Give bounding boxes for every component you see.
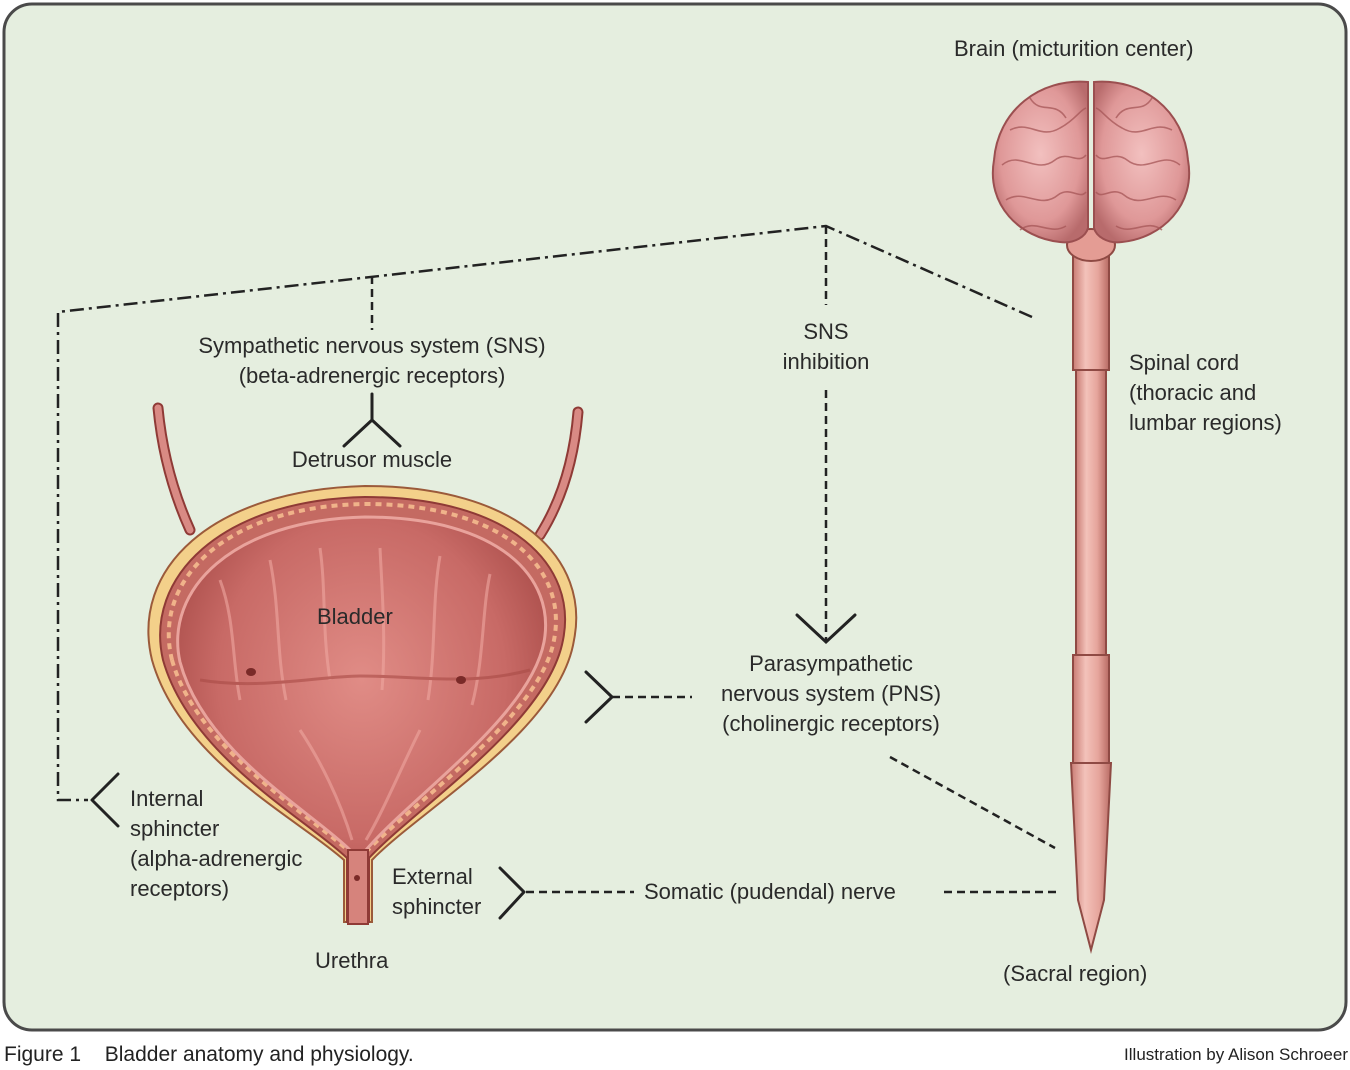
urethra-tube (347, 849, 369, 925)
brain-gyri (1001, 97, 1181, 231)
sacral-region-label: (Sacral region) (1003, 961, 1148, 986)
pns-receptor-fork (584, 670, 614, 724)
external-sphincter-line-1: External (392, 864, 473, 889)
pns-line-cord (889, 755, 1056, 850)
external-sphincter-dot (354, 875, 360, 881)
cord-segment-sacral (1069, 762, 1113, 954)
sns-main-line (56, 224, 1033, 802)
sns-label-line-1: Sympathetic nervous system (SNS) (198, 333, 546, 358)
pns-label: Parasympathetic nervous system (PNS) (ch… (696, 649, 966, 739)
sns-label: Sympathetic nervous system (SNS) (beta-a… (172, 331, 572, 391)
spinal-cord-label-line-1: Spinal cord (1129, 350, 1240, 375)
pns-label-line-1: Parasympathetic (749, 651, 913, 676)
bladder-illustration (147, 402, 584, 925)
bladder-muscle-fibers-left (170, 659, 352, 854)
spinal-cord-label: Spinal cord (thoracic and lumbar regions… (1129, 348, 1282, 438)
detrusor-label: Detrusor muscle (291, 447, 453, 472)
cord-segment-lumbar (1075, 369, 1107, 656)
internal-sphincter-fork (90, 772, 120, 828)
sns-inhibition-label: SNS inhibition (756, 317, 896, 377)
brain-illustration (991, 80, 1191, 262)
urethra-label: Urethra (315, 948, 389, 973)
external-sphincter-line-2: sphincter (392, 894, 482, 919)
pns-label-line-3: (cholinergic receptors) (722, 711, 940, 736)
detrusor-receptor-fork (342, 392, 402, 448)
bladder-lumen (176, 515, 547, 924)
sns-inhibition-line-1: SNS (803, 319, 849, 344)
bladder-rugae (199, 547, 531, 841)
illustration-credit: Illustration by Alison Schroeer (1124, 1045, 1348, 1064)
bladder-label: Bladder (317, 604, 393, 629)
external-sphincter-label: External sphincter (392, 862, 481, 922)
spinal-cord-label-line-3: lumbar regions) (1129, 410, 1282, 435)
somatic-nerve-label: Somatic (pudendal) nerve (644, 879, 896, 904)
bladder-muscle-fibers (166, 501, 558, 854)
cord-segment-thoracic (1072, 254, 1110, 371)
figure-number: Figure 1 (4, 1043, 82, 1066)
external-sphincter-fork (498, 866, 526, 920)
pns-label-line-2: nervous system (PNS) (720, 681, 942, 706)
left-ureter-fill (154, 404, 194, 534)
sns-pathway-lines (56, 224, 1056, 894)
internal-sphincter-line-2: sphincter (130, 816, 220, 841)
sns-inhibition-line-2: inhibition (782, 349, 870, 374)
figure-title: Bladder anatomy and physiology. (104, 1043, 414, 1066)
brain-right-hemisphere (1093, 80, 1191, 244)
internal-sphincter-line-3: (alpha-adrenergic (130, 846, 303, 871)
brain-label: Brain (micturition center) (954, 36, 1194, 61)
internal-sphincter-label: Internal sphincter (alpha-adrenergic rec… (130, 784, 302, 904)
cord-segment-lower (1072, 654, 1110, 764)
sns-label-line-2: (beta-adrenergic receptors) (238, 363, 506, 388)
right-ureter-fill (536, 408, 582, 539)
sns-inhibition-arrowhead (795, 613, 857, 645)
figure-caption: Figure 1 Bladder anatomy and physiology. (4, 1043, 414, 1067)
spinal-cord-illustration (1069, 254, 1113, 954)
receptor-symbols (90, 392, 857, 920)
left-ureter-orifice (246, 668, 256, 676)
right-ureter-orifice (456, 676, 466, 684)
internal-sphincter-line-1: Internal (130, 786, 204, 811)
spinal-cord-label-line-2: (thoracic and (1129, 380, 1257, 405)
internal-sphincter-line-4: receptors) (130, 876, 230, 901)
brain-left-hemisphere (991, 80, 1089, 244)
